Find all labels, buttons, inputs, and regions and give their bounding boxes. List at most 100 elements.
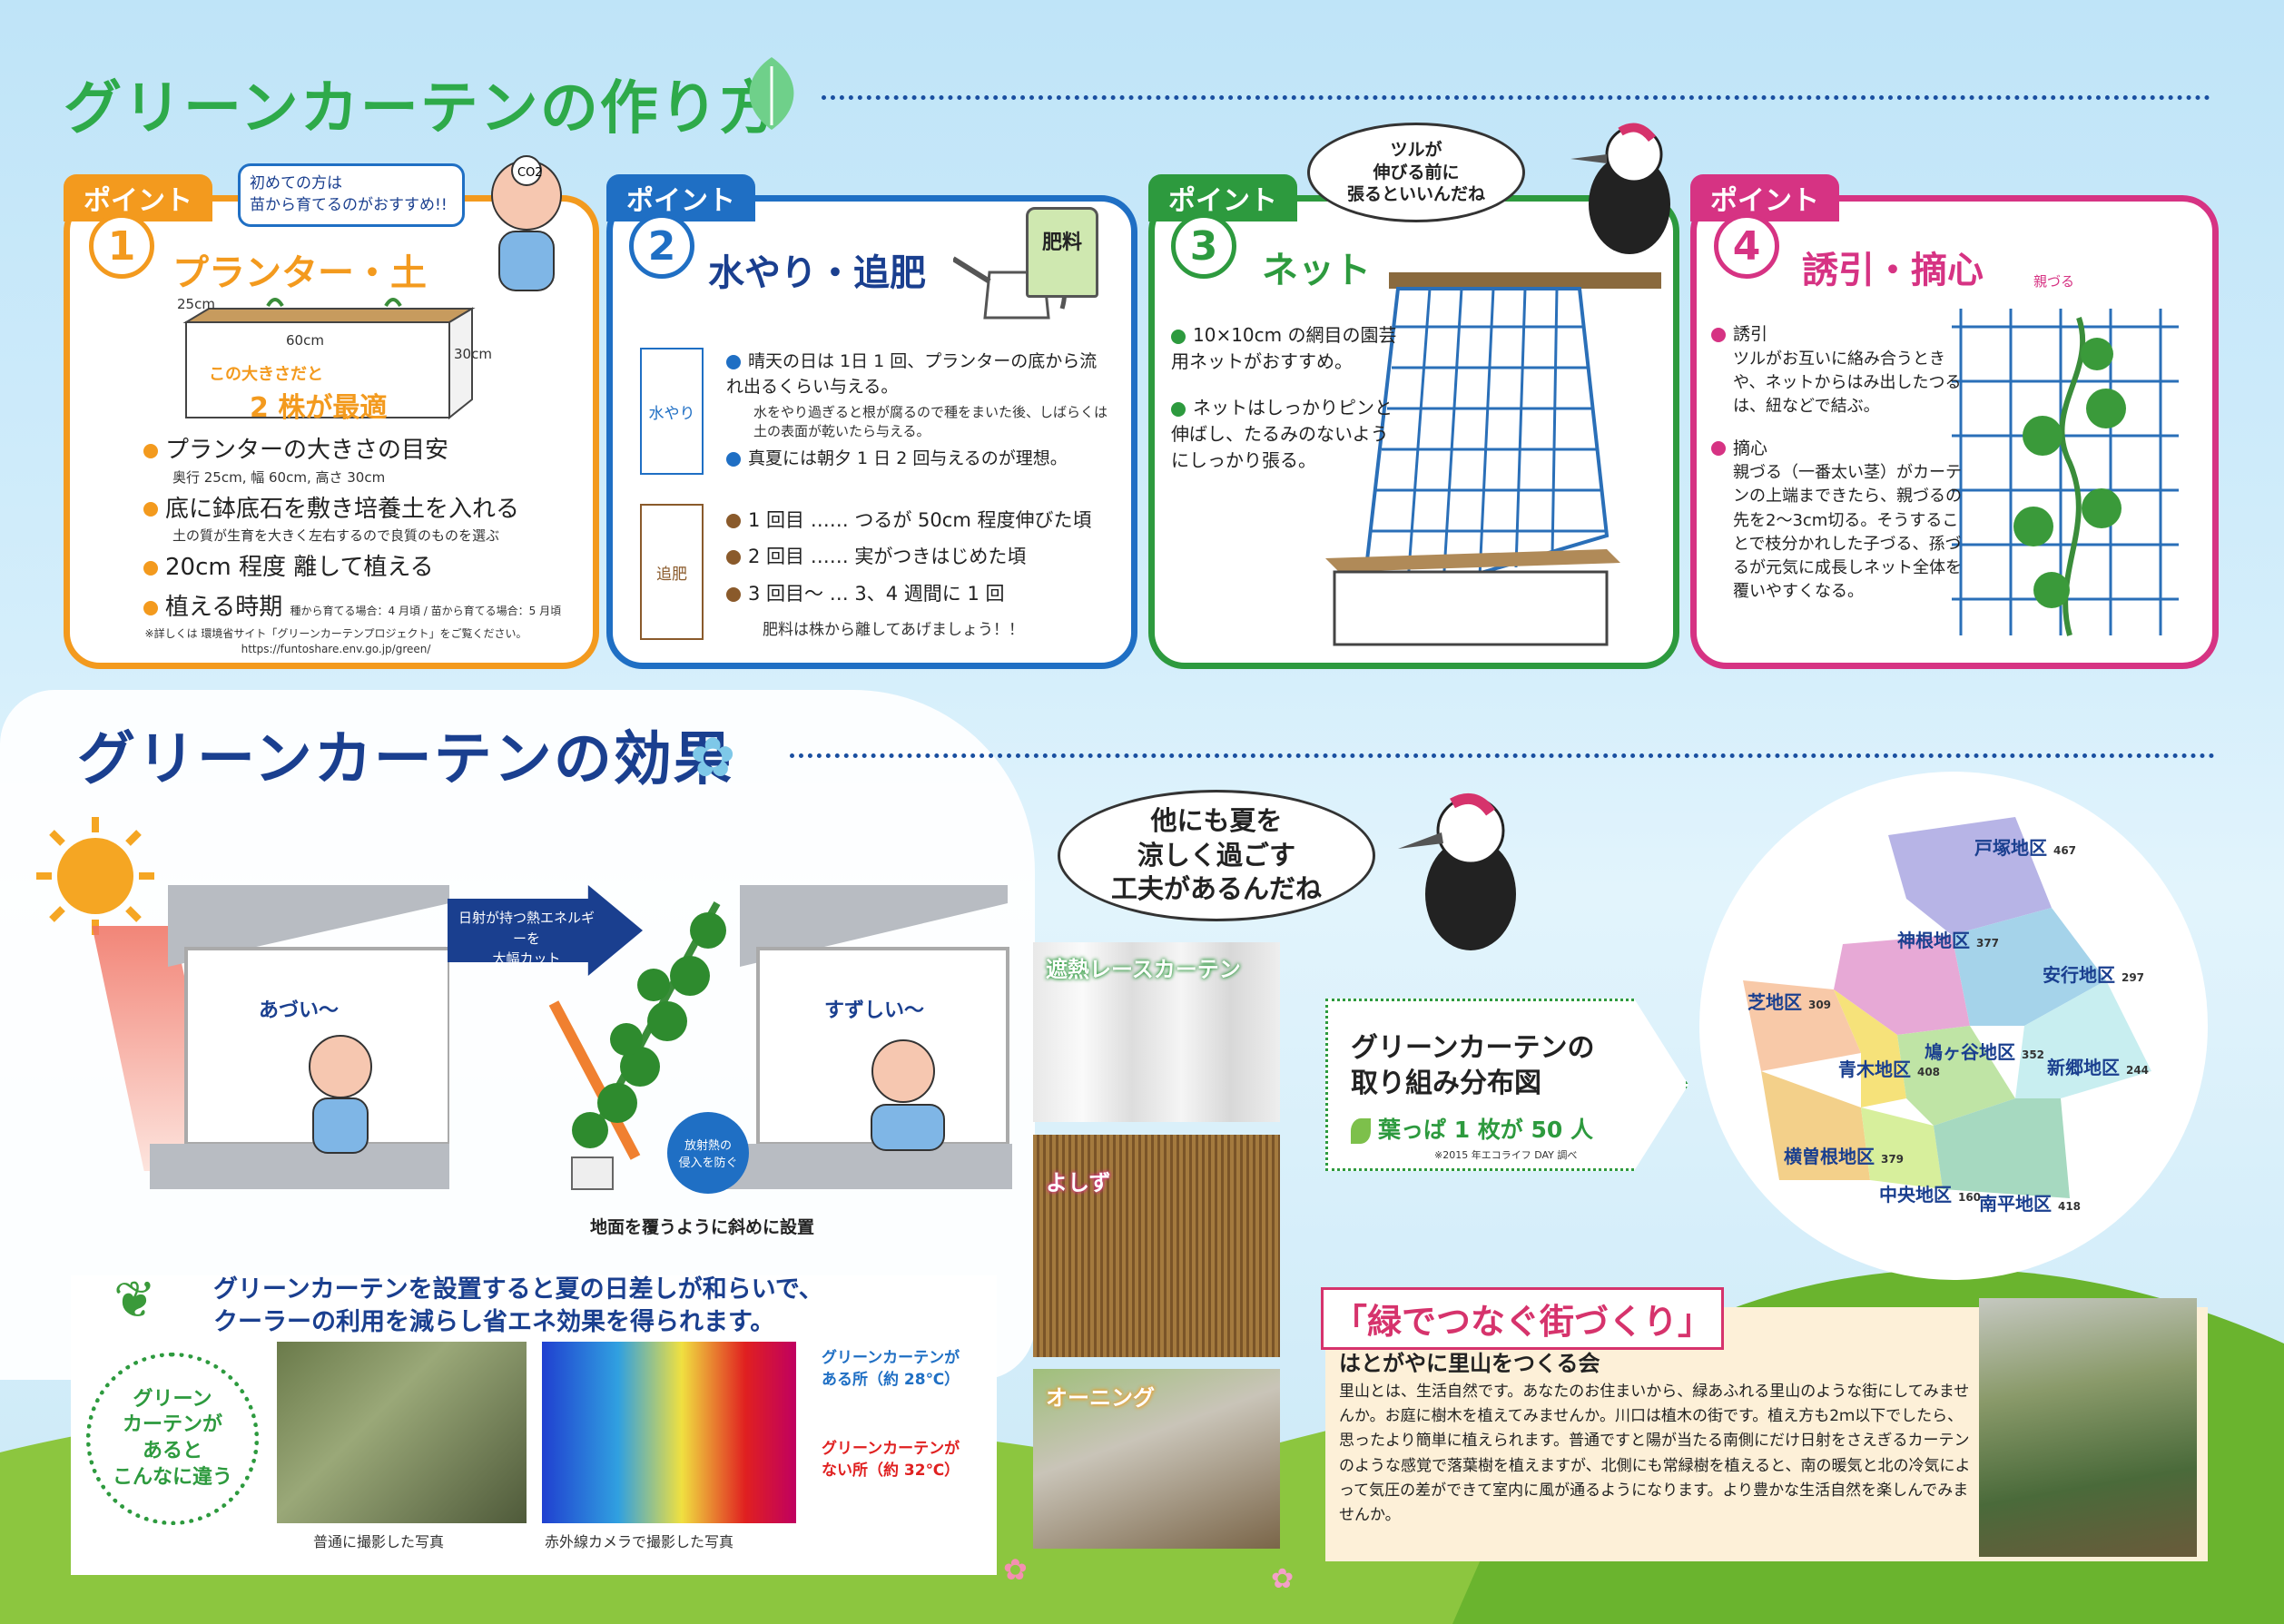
circle-line: カーテンが: [122, 1413, 222, 1437]
title-divider: [822, 95, 2210, 100]
fert-label: 追肥: [656, 565, 687, 584]
distribution-title-line-1: グリーンカーテンの: [1351, 1032, 1595, 1064]
point-2-number: 2: [629, 213, 694, 279]
list-item: 真夏には朝夕 1 日 2 回与えるのが理想。: [726, 447, 1108, 472]
point-1-title: プランター・土: [172, 252, 427, 294]
planter-illustration: [182, 298, 476, 420]
with-curtain-label: グリーンカーテンが ある所（約 28℃）: [822, 1348, 960, 1392]
bird-bubble-line-3: 工夫があるんだね: [1110, 873, 1322, 905]
planter-caption-line-2: 2 株が最適: [250, 392, 388, 424]
water-label: 水やり: [648, 404, 695, 423]
list-item: 晴天の日は 1日 1 回、プランターの底から流れ出るくらい与える。: [726, 351, 1098, 397]
list-item: ネットはしっかりピンと伸ばし、たるみのないようにしっかり張る。: [1171, 397, 1393, 471]
fert-label-box: 追肥: [640, 504, 704, 640]
tip-bubble: 初めての方は 苗から育てるのがおすすめ!!: [238, 163, 465, 227]
district-label: 中央地区 160: [1879, 1184, 1982, 1206]
bird-bubble: 他にも夏を 涼しく過ごす 工夫があるんだね: [1058, 790, 1375, 921]
co2-character-icon: CO2: [491, 155, 562, 291]
vine-label: 親づる: [2033, 273, 2075, 290]
awning-photo: [1033, 1369, 1280, 1549]
without-label-line: グリーンカーテンが: [822, 1440, 960, 1458]
co2-cool-character-icon: [871, 1039, 945, 1151]
town-body: 里山とは、生活自然です。あなたのお住まいから、緑あふれる里山のような街にしてみま…: [1339, 1383, 1971, 1524]
point-2-title: 水やり・追肥: [708, 252, 926, 294]
thermal-photo-caption: 赤外線カメラで撮影した写真: [545, 1533, 734, 1550]
bubble-line-1: ツルが: [1390, 139, 1442, 160]
normal-photo: [277, 1342, 527, 1523]
list-item-head: 誘引: [1711, 322, 1965, 348]
effect-title-rest: の効果: [553, 726, 733, 793]
radiant-line-1: 放射熱の: [684, 1139, 732, 1153]
circle-line: あると: [142, 1440, 202, 1462]
point-3-bubble: ツルが 伸びる前に 張るといいんだね: [1307, 123, 1525, 222]
fert-note: 肥料は株から離してあげましょう！！: [763, 621, 1024, 640]
point-3-list: 10×10cm の網目の園芸用ネットがおすすめ。 ネットはしっかりピンと伸ばし、…: [1171, 322, 1398, 474]
awning-label: オーニング: [1046, 1385, 1155, 1411]
point-4-list: 誘引 ツルがお互いに絡み合うときや、ネットからはみ出したつるは、紐などで結ぶ。 …: [1711, 322, 1965, 604]
tip-line-1: 初めての方は: [250, 174, 342, 192]
leaf-icon: [1351, 1118, 1371, 1144]
howto-title-rest: の作り方: [539, 75, 780, 143]
bird-bubble-line-1: 他にも夏を: [1150, 804, 1283, 836]
planter-caption-line-1: この大きさだと: [209, 365, 323, 384]
water-label-box: 水やり: [640, 348, 704, 475]
point-4-title: 誘引・摘心: [1802, 250, 1984, 291]
list-item-sub: 水をやり過ぎると根が腐るので種をまいた後、しばらくは土の表面が乾いたら与える。: [753, 404, 1108, 440]
district-map: [1743, 817, 2151, 1198]
house-hot-illustration: [150, 885, 449, 1189]
list-item-head: 摘心: [1711, 437, 1965, 462]
hot-label: あづい〜: [259, 999, 340, 1022]
town-title: 「緑でつなぐ街づくり」: [1321, 1287, 1725, 1350]
co2-hot-character-icon: [309, 1035, 372, 1154]
list-item: 3 回目〜 … 3、4 週間に 1 回: [726, 580, 1117, 607]
note-url: https://funtoshare.env.go.jp/green/: [241, 642, 431, 655]
point-1-list: プランターの大きさの目安 奥行 25cm, 幅 60cm, 高さ 30cm 底に…: [143, 434, 579, 625]
circle-line: こんなに違う: [112, 1465, 232, 1489]
distribution-legend: 葉っぱ 1 枚が 50 人: [1351, 1112, 1593, 1145]
list-item: プランターの大きさの目安: [143, 434, 579, 468]
title-divider: [790, 753, 2215, 758]
fertilizer-bag-label: 肥料: [1041, 231, 1082, 254]
distribution-title: グリーンカーテンの 取り組み分布図: [1351, 1030, 1595, 1101]
tip-line-2: 苗から育てるのがおすすめ!!: [250, 195, 448, 214]
list-item-sub: 奥行 25cm, 幅 60cm, 高さ 30cm: [172, 468, 386, 486]
with-label-line: ある所（約 28℃）: [822, 1370, 960, 1389]
yoshizu-photo: [1033, 1135, 1280, 1357]
distribution-title-line-2: 取り組み分布図: [1351, 1068, 1541, 1099]
point-3-title: ネット: [1262, 250, 1371, 291]
point-3-number: 3: [1171, 213, 1236, 279]
note-line-1: ※詳しくは 環境省サイト「グリーンカーテンプロジェクト」をご覧ください。: [144, 627, 527, 640]
thermal-photo: [542, 1342, 796, 1523]
district-label: 横曽根地区 379: [1784, 1146, 1905, 1167]
list-item: 1 回目 …… つるが 50cm 程度伸びた頃: [726, 507, 1117, 534]
effect-title-main: グリーンカーテン: [77, 726, 554, 793]
yoshizu-label: よしず: [1046, 1170, 1111, 1196]
satoyama-photo: [1979, 1298, 2197, 1557]
district-label: 戸塚地区 467: [1974, 837, 2077, 859]
fert-list: 1 回目 …… つるが 50cm 程度伸びた頃 2 回目 …… 実がつきはじめた…: [726, 507, 1117, 642]
cool-label: すずしい〜: [824, 999, 925, 1022]
howto-title-main: グリーンカーテン: [64, 75, 540, 143]
list-item: 底に鉢底石を敷き培養土を入れる: [143, 493, 579, 527]
distribution-source: ※2015 年エコライフ DAY 調べ: [1434, 1149, 1578, 1161]
setup-caption: 地面を覆うように斜めに設置: [590, 1217, 815, 1237]
woodpecker-icon: [1570, 123, 1670, 254]
compare-circle: グリーン カーテンが あると こんなに違う: [86, 1353, 259, 1525]
district-label: 芝地区 309: [1747, 991, 1832, 1013]
list-item-sub: 土の質が生育を大きく左右するので良質のものを選ぶ: [172, 527, 500, 545]
leaf-icon: [749, 57, 794, 130]
vine-net-illustration: [1952, 309, 2179, 636]
dim-height: 30cm: [454, 346, 492, 362]
sun-icon: [36, 817, 154, 935]
compare-headline-line-2: クーラーの利用を減らし省エネ効果を得られます。: [213, 1308, 775, 1337]
svg-text:CO2: CO2: [517, 166, 543, 180]
point-1-tab: ポイント: [64, 174, 212, 221]
heat-cut-line-2: 大幅カット: [492, 950, 561, 967]
district-label: 南平地区 418: [1979, 1193, 2082, 1215]
list-item: 10×10cm の網目の園芸用ネットがおすすめ。: [1171, 324, 1397, 372]
radiant-badge: 放射熱の 侵入を防ぐ: [667, 1112, 749, 1194]
heat-cut-text: 日射が持つ熱エネルギーを 大幅カット: [454, 908, 599, 969]
flower-icon: ✿: [1003, 1552, 1028, 1587]
howto-title: グリーンカーテンの作り方: [64, 62, 780, 145]
planter-caption: この大きさだと 2 株が最適: [209, 361, 387, 425]
